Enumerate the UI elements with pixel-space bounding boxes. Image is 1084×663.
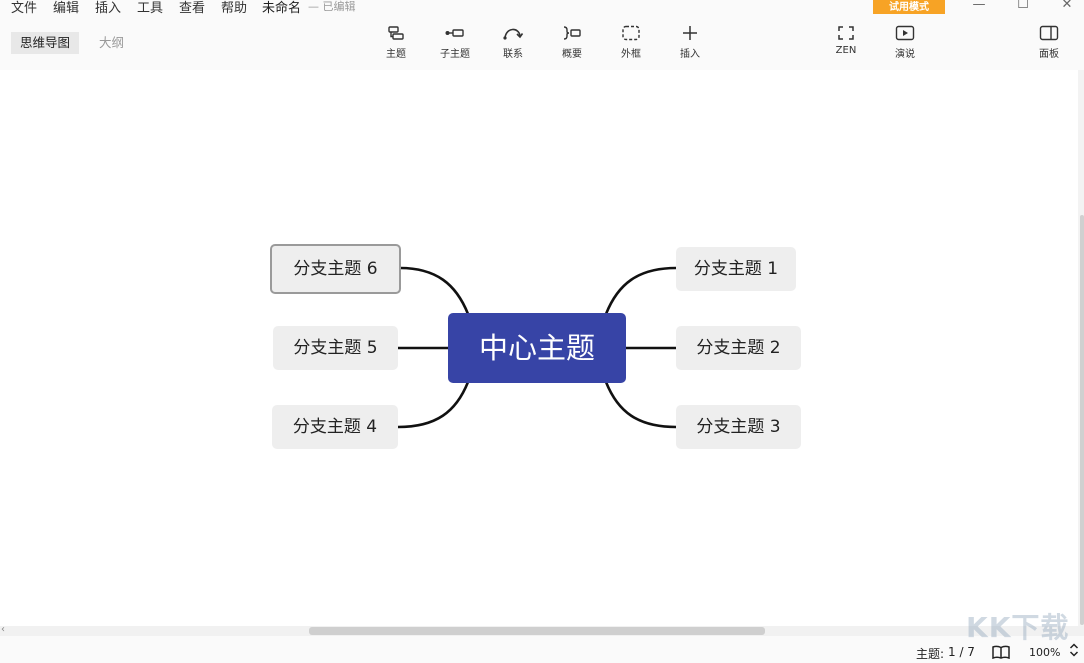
panel-icon (1039, 25, 1059, 41)
minimize-button[interactable]: — (972, 0, 986, 12)
present-label: 演说 (895, 49, 915, 60)
subtopic-button[interactable]: 子主题 (430, 24, 480, 64)
topic-count-label: 主题: (916, 647, 945, 661)
mindmap-canvas[interactable]: 中心主题 分支主题 1 分支主题 2 分支主题 3 分支主题 4 分支主题 5 … (0, 70, 1084, 626)
tab-outline[interactable]: 大纲 (99, 35, 125, 50)
branch-topic-6[interactable]: 分支主题 6 (270, 244, 401, 294)
watermark-logo: KK下载 (966, 611, 1070, 644)
central-topic[interactable]: 中心主题 (448, 313, 626, 383)
connector-b6 (399, 266, 470, 315)
zen-label: ZEN (835, 45, 857, 56)
summary-label: 概要 (562, 49, 582, 60)
branch-topic-1[interactable]: 分支主题 1 (676, 247, 796, 291)
document-status: — 已编辑 (308, 0, 356, 13)
document-title[interactable]: 未命名 (262, 1, 302, 16)
connector-b1 (604, 266, 677, 315)
zen-button[interactable]: ZEN (821, 24, 871, 64)
insert-button[interactable]: 插入 (665, 24, 715, 64)
scroll-left-arrow-icon[interactable]: ‹ (1, 624, 5, 635)
summary-button[interactable]: 概要 (547, 24, 597, 64)
fullscreen-icon (838, 26, 854, 40)
connector-b3 (604, 381, 677, 429)
present-button[interactable]: 演说 (880, 24, 930, 64)
connector-b4 (397, 381, 470, 429)
tab-mindmap[interactable]: 思维导图 (11, 32, 80, 54)
boundary-button[interactable]: 外框 (606, 24, 656, 64)
topic-label: 主题 (386, 49, 406, 60)
trial-mode-badge[interactable]: 试用模式 (873, 0, 945, 15)
subtopic-icon (445, 29, 464, 37)
relationship-label: 联系 (503, 49, 523, 60)
subtopic-label: 子主题 (440, 49, 470, 60)
topic-button[interactable]: 主题 (371, 24, 421, 64)
topic-count: 1 / 7 (948, 645, 975, 659)
menu-edit[interactable]: 编辑 (53, 1, 80, 16)
relationship-icon (503, 28, 524, 40)
boundary-label: 外框 (621, 49, 641, 60)
insert-label: 插入 (680, 49, 700, 60)
zoom-stepper-icon[interactable] (1069, 642, 1079, 658)
menu-bar: 文件 编辑 插入 工具 查看 帮助 未命名 — 已编辑 试用模式 — ☐ ✕ (0, 0, 1084, 16)
maximize-button[interactable]: ☐ (1017, 0, 1029, 12)
toolbar: 思维导图 大纲 主题 子主题 联系 概要 (0, 14, 1084, 71)
branch-topic-2[interactable]: 分支主题 2 (676, 326, 801, 370)
branch-topic-4[interactable]: 分支主题 4 (272, 405, 398, 449)
menu-view[interactable]: 查看 (179, 1, 206, 16)
menu-file[interactable]: 文件 (11, 1, 38, 16)
boundary-icon (622, 25, 640, 41)
zoom-level[interactable]: 100% (1029, 646, 1061, 659)
summary-icon (563, 26, 581, 40)
panel-label: 面板 (1039, 49, 1059, 60)
menu-insert[interactable]: 插入 (95, 1, 122, 16)
close-button[interactable]: ✕ (1061, 0, 1073, 12)
panel-button[interactable]: 面板 (1024, 24, 1074, 64)
status-bar: 主题: 1 / 7 100% (0, 636, 1084, 663)
book-icon[interactable] (992, 645, 1010, 659)
play-icon (895, 25, 915, 41)
connector-lines (397, 266, 677, 429)
horizontal-scroll-thumb[interactable] (309, 627, 765, 635)
branch-topic-5[interactable]: 分支主题 5 (273, 326, 398, 370)
menu-help[interactable]: 帮助 (221, 1, 248, 16)
relationship-button[interactable]: 联系 (488, 24, 538, 64)
branch-topic-3[interactable]: 分支主题 3 (676, 405, 801, 449)
menu-tools[interactable]: 工具 (137, 1, 164, 16)
vertical-scroll-thumb[interactable] (1080, 215, 1084, 625)
topic-icon (388, 26, 404, 40)
plus-icon (683, 26, 697, 40)
